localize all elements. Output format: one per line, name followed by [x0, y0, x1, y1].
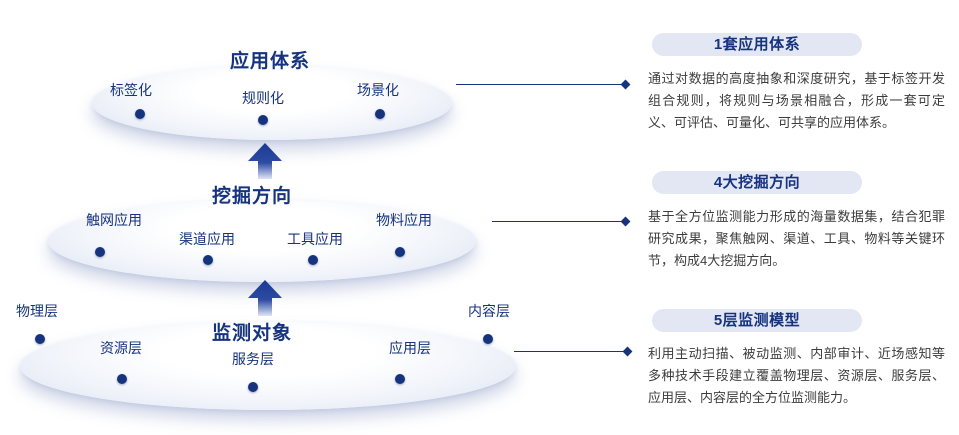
node-label-content-layer: 内容层 — [468, 303, 510, 319]
layer-title-monitoring: 监测对象 — [211, 323, 292, 344]
node-label-application-layer: 应用层 — [389, 340, 431, 356]
panel-body-monitoring-model: 利用主动扫描、被动监测、内部审计、近场感知等多种技术手段建立覆盖物理层、资源层、… — [648, 346, 945, 405]
node-label-resource-layer: 资源层 — [100, 340, 142, 356]
node-label-rules: 规则化 — [242, 90, 284, 106]
connector-line-application — [456, 84, 624, 85]
node-label-material-app: 物料应用 — [376, 212, 432, 228]
node-label-network-app: 触网应用 — [86, 212, 142, 228]
node-label-channel-app: 渠道应用 — [179, 231, 235, 247]
panel-title-mining-directions: 4大挖掘方向 — [652, 171, 862, 194]
layer-ellipse-mining — [48, 200, 476, 282]
layer-title-application: 应用体系 — [229, 51, 310, 72]
node-dot — [203, 255, 213, 265]
connector-line-mining — [492, 221, 624, 222]
node-dot — [395, 374, 405, 384]
up-arrow-icon — [248, 143, 282, 179]
node-dot — [308, 255, 318, 265]
node-label-tagging: 标签化 — [110, 82, 152, 98]
node-dot — [117, 374, 127, 384]
panel-title-monitoring-model: 5层监测模型 — [652, 309, 862, 332]
panel-body-mining-directions: 基于全方位监测能力形成的海量数据集，结合犯罪研究成果，聚焦触网、渠道、工具、物料… — [648, 209, 945, 268]
node-dot — [395, 247, 405, 257]
connector-diamond — [620, 79, 631, 90]
layer-title-mining: 挖掘方向 — [211, 186, 292, 207]
panel-body-application-system: 通过对数据的高度抽象和深度研究，基于标签开发组合规则，将规则与场景相融合，形成一… — [648, 71, 945, 130]
node-dot — [483, 334, 493, 344]
connector-diamond — [620, 216, 631, 227]
node-dot — [258, 115, 268, 125]
node-dot — [135, 109, 145, 119]
node-label-physical-layer: 物理层 — [16, 303, 58, 319]
node-label-tool-app: 工具应用 — [287, 231, 343, 247]
layer-ellipse-monitoring — [20, 322, 516, 410]
connector-diamond — [622, 346, 633, 357]
connector-line-monitoring — [514, 351, 626, 352]
node-dot — [375, 109, 385, 119]
node-dot — [248, 382, 258, 392]
node-label-scenario: 场景化 — [357, 82, 399, 98]
layer-ellipse-application — [92, 66, 452, 140]
node-dot — [35, 334, 45, 344]
up-arrow-icon — [248, 280, 282, 316]
node-dot — [95, 247, 105, 257]
panel-title-application-system: 1套应用体系 — [652, 33, 862, 56]
node-label-service-layer: 服务层 — [232, 351, 274, 367]
